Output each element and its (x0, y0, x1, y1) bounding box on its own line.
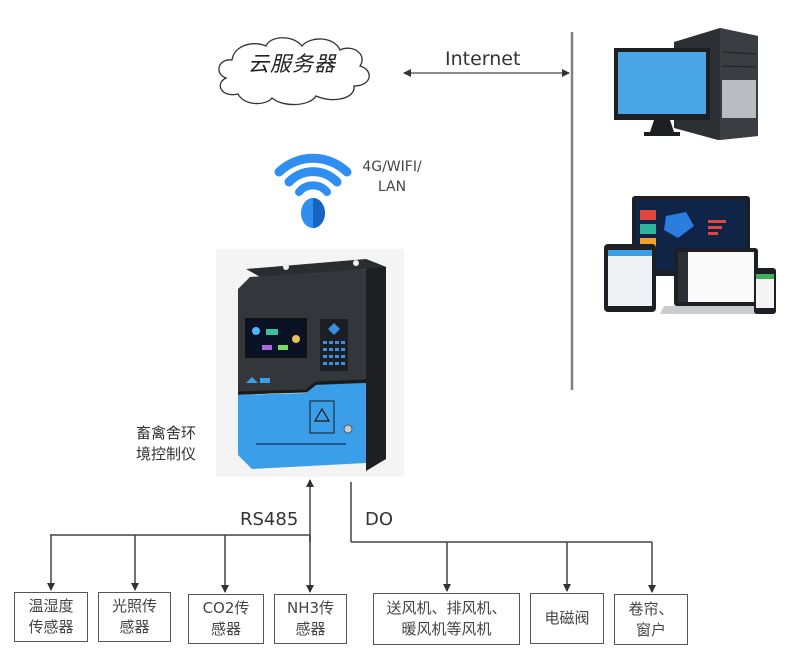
actuator-box-fans: 送风机、排风机、 暖风机等风机 (373, 593, 520, 645)
cloud-icon (218, 37, 370, 106)
desktop-computer-icon (610, 28, 760, 140)
controller-label-line2: 境控制仪 (136, 445, 197, 463)
controller-device-image (216, 249, 404, 477)
controller-label-line1: 畜禽舍环 (136, 424, 197, 442)
actuator-box-curtain-window: 卷帘、 窗户 (614, 594, 688, 645)
actuator-label: 电磁阀 (544, 609, 590, 627)
actuator-box-solenoid-valve: 电磁阀 (530, 593, 604, 644)
do-label: DO (365, 509, 394, 530)
controller-device-illustration (237, 259, 386, 471)
multi-device-dashboard-icon (604, 196, 780, 318)
sensor-label: CO2传 感器 (202, 599, 250, 638)
sensor-label: 光照传 感器 (111, 597, 157, 636)
internet-label: Internet (445, 48, 521, 70)
sensor-label: NH3传 感器 (286, 599, 335, 638)
actuator-label: 送风机、排风机、 暖风机等风机 (386, 599, 507, 638)
actuator-label: 卷帘、 窗户 (628, 599, 674, 639)
network-label-line1: 4G/WIFI/ (362, 159, 422, 175)
sensor-box-co2: CO2传 感器 (188, 594, 264, 644)
sensor-box-temp-humidity: 温湿度 传感器 (14, 592, 88, 642)
sensor-box-nh3: NH3传 感器 (274, 594, 347, 644)
controller-label: 畜禽舍环 境控制仪 (136, 423, 208, 465)
wifi-icon (274, 153, 352, 228)
network-label-line2: LAN (377, 179, 407, 195)
sensor-label: 温湿度 传感器 (28, 597, 74, 636)
cloud-server-label: 云服务器 (248, 52, 336, 76)
rs485-label: RS485 (240, 509, 299, 530)
network-label: 4G/WIFI/ LAN (362, 157, 422, 197)
sensor-box-light: 光照传 感器 (98, 592, 171, 642)
